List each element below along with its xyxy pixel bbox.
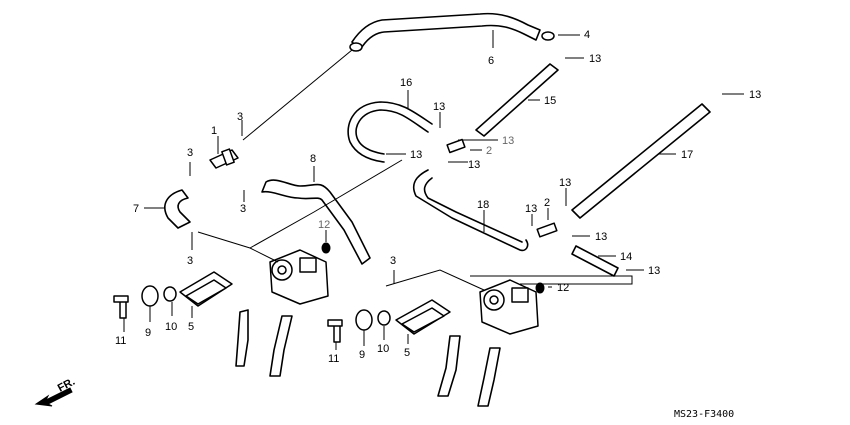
callout-9: 9: [359, 349, 365, 361]
callout-8: 8: [310, 153, 316, 165]
hose-6: [349, 12, 555, 52]
lower-hose-right-a: [437, 335, 461, 397]
callout-5: 5: [404, 347, 410, 359]
air-valve-left: [269, 249, 329, 305]
reed-cover-left: [179, 271, 233, 307]
callout-13: 13: [589, 53, 601, 65]
hose-18: [412, 169, 529, 252]
callout-15: 15: [544, 95, 556, 107]
cap-12-left: [321, 242, 331, 254]
hose-16: [347, 101, 433, 163]
joint-2-lower: [536, 222, 558, 238]
callout-3: 3: [237, 111, 243, 123]
hose-14: [571, 245, 619, 277]
front-label: FR.: [56, 376, 77, 395]
joint-1: [209, 148, 239, 169]
callout-18: 18: [477, 199, 489, 211]
callout-7: 7: [133, 203, 139, 215]
callout-3: 3: [240, 203, 246, 215]
collar-10-left: [163, 286, 177, 302]
callout-12: 12: [557, 282, 569, 294]
diagram-code: MS23-F3400: [674, 409, 734, 420]
hose-7: [164, 189, 191, 229]
callout-13: 13: [595, 231, 607, 243]
callout-13: 13: [433, 101, 445, 113]
lower-hose-right-b: [477, 347, 501, 407]
joint-2-upper: [446, 138, 466, 154]
callout-16: 16: [400, 77, 412, 89]
callout-1: 1: [211, 125, 217, 137]
callout-13: 13: [468, 159, 480, 171]
lower-hose-left-a: [235, 309, 249, 367]
hose-15: [475, 63, 559, 137]
callout-2: 2: [544, 197, 550, 209]
callouts: 1 3 3 3 3 3 7 8 4 6 13 13 15 16 13 13 2 …: [115, 29, 761, 365]
lower-hose-left-b: [269, 315, 293, 377]
collar-10-right: [377, 310, 391, 326]
callout-10: 10: [377, 343, 389, 355]
hose-clamp: [349, 42, 363, 52]
bolt-11-right: [327, 319, 343, 343]
callout-12: 12: [318, 219, 330, 231]
callout-3: 3: [187, 255, 193, 267]
callout-13: 13: [525, 203, 537, 215]
cap-12-right: [535, 282, 545, 294]
callout-13: 13: [749, 89, 761, 101]
hose-8: [261, 179, 371, 265]
callout-13: 13: [502, 135, 514, 147]
front-direction-arrow: FR.: [34, 376, 77, 407]
callout-3: 3: [187, 147, 193, 159]
callout-6: 6: [488, 55, 494, 67]
callout-13: 13: [648, 265, 660, 277]
grommet-9-right: [355, 309, 373, 331]
callout-4: 4: [584, 29, 590, 41]
callout-17: 17: [681, 149, 693, 161]
callout-9: 9: [145, 327, 151, 339]
grommet-9-left: [141, 285, 159, 307]
callout-14: 14: [620, 251, 632, 263]
bolt-11-left: [113, 295, 129, 319]
callout-11: 11: [328, 353, 339, 365]
callout-2: 2: [486, 145, 492, 157]
reed-cover-right: [395, 299, 451, 335]
leader-lines: [123, 34, 744, 350]
callout-5: 5: [188, 321, 194, 333]
callout-10: 10: [165, 321, 177, 333]
callout-11: 11: [115, 335, 126, 347]
hose-17: [571, 103, 711, 219]
callout-13: 13: [559, 177, 571, 189]
callout-13: 13: [410, 149, 422, 161]
hose-clamp: [541, 31, 555, 41]
callout-3: 3: [390, 255, 396, 267]
air-valve-right: [479, 279, 539, 335]
